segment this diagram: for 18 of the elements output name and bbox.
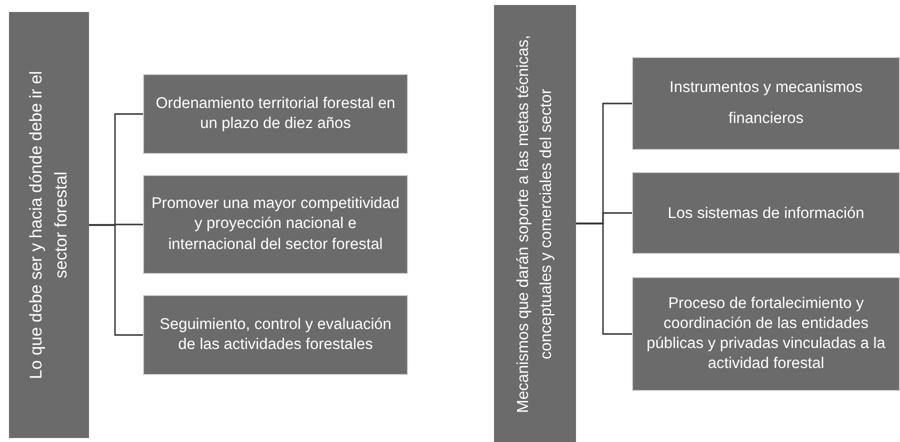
text-box [632,277,900,391]
box-text: Seguimiento, control y evaluación de las actividades forestales [158,314,392,355]
text-box [632,57,900,150]
text-box [143,175,408,274]
box-text: Proceso de fortalecimiento y coordinación de las entidades públicas y privadas vinculadas a la actividad forestal [646,294,886,374]
box-text: Los sistemas de información [666,204,866,224]
text-box [143,295,408,375]
heading-bar [494,5,576,442]
box-text: Ordenamiento territorial forestal en un plazo de diez años [154,94,396,134]
box-text: Promover una mayor competitividad y proyección nacional e internacional del sector forestal [150,194,401,255]
box-text: Instrumentos y mecanismos financieros [668,78,864,128]
connector-line [89,224,143,336]
text-box [143,74,408,154]
text-box [632,172,900,254]
connector-line [576,222,632,335]
vertical-heading: Lo que debe ser y hacia dónde debe ir el sector forestal [25,70,71,382]
vertical-heading: Mecanismos que darán soporte a las metas técnicas, conceptuales y comerciales del sector [514,34,556,414]
heading-bar [9,12,89,438]
